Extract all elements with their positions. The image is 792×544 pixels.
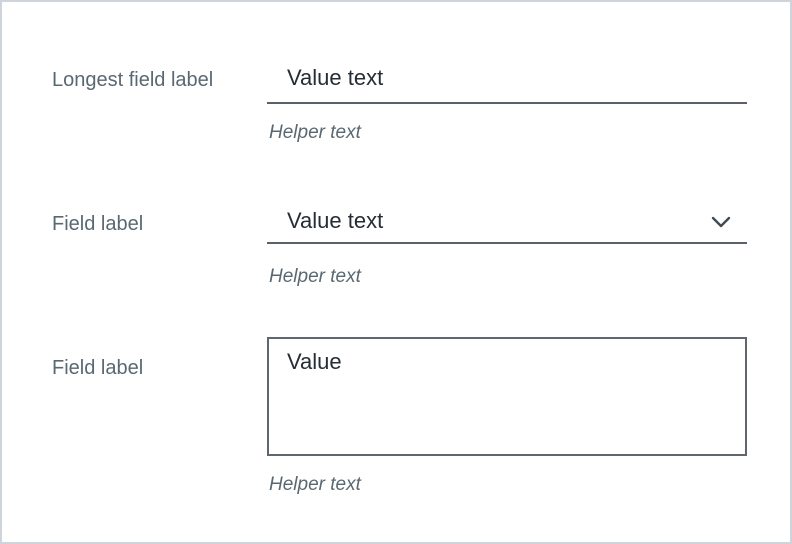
text-input[interactable] bbox=[267, 60, 747, 104]
field-label-text-input: Longest field label bbox=[52, 69, 214, 91]
text-input-wrapper bbox=[267, 60, 747, 104]
select-value: Value text bbox=[287, 208, 384, 233]
field-label-select: Field label bbox=[52, 213, 144, 235]
select-input[interactable]: Value text bbox=[267, 200, 747, 244]
textarea-input[interactable]: Value bbox=[267, 337, 747, 456]
helper-text-select: Helper text bbox=[269, 266, 361, 287]
textarea-wrapper: Value bbox=[267, 337, 747, 456]
field-label-textarea: Field label bbox=[52, 357, 144, 379]
chevron-down-icon bbox=[711, 216, 731, 228]
helper-text-text-input: Helper text bbox=[269, 122, 361, 143]
helper-text-textarea: Helper text bbox=[269, 474, 361, 495]
